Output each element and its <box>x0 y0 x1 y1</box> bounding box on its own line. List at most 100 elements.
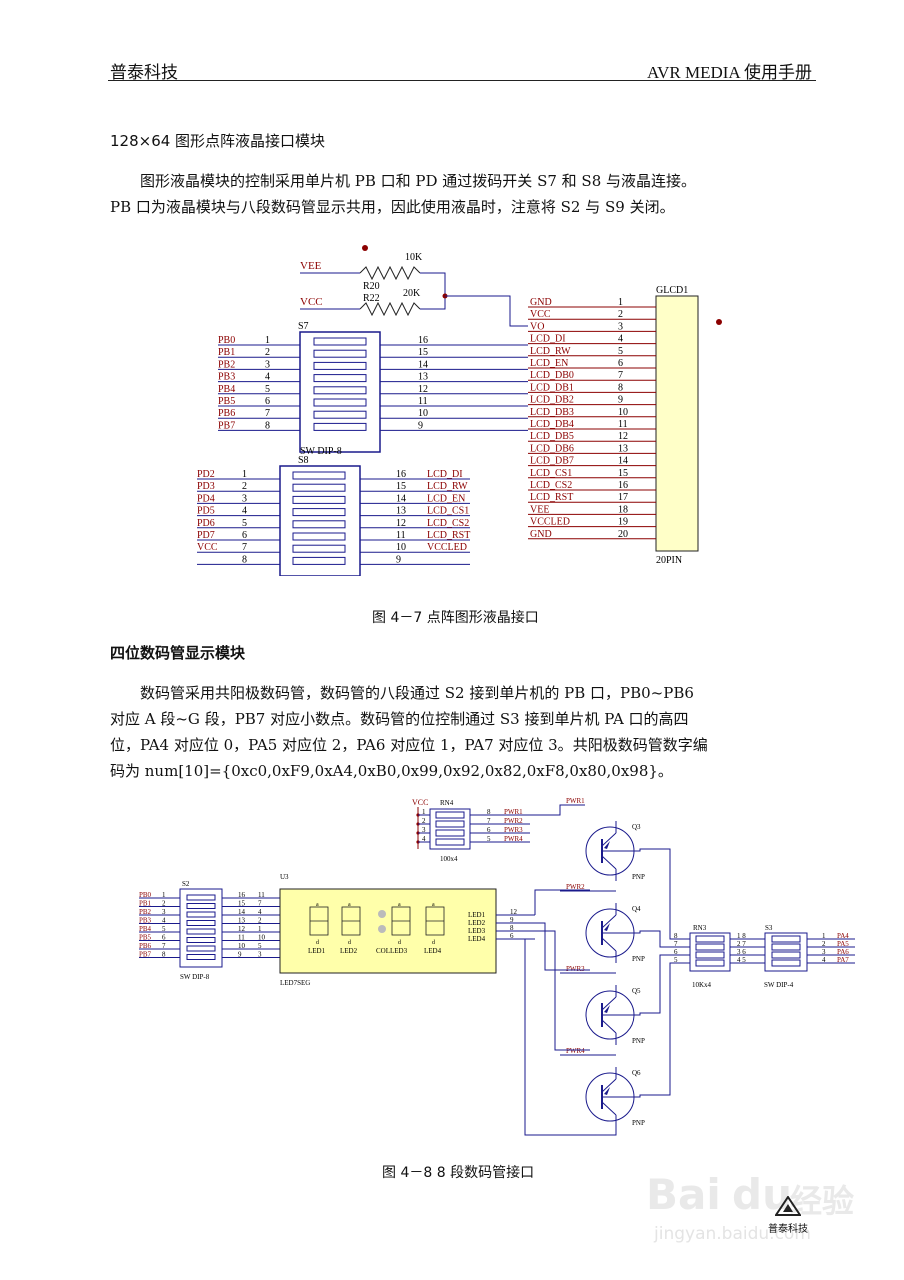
vo-wire <box>445 295 528 327</box>
s7-type: SW DIP-8 <box>300 446 342 457</box>
lcd-signal-label: VCC <box>530 309 551 320</box>
s8-pd-label: VCC <box>197 542 218 553</box>
s8-switch <box>292 471 346 480</box>
colon-dot <box>378 910 386 918</box>
u3-led-label: LED4 <box>468 935 486 943</box>
s7-switch <box>313 361 367 370</box>
lcd-signal-label: LCD_DB3 <box>530 407 574 418</box>
rn4-right-pin: 7 <box>487 817 491 825</box>
resistor-r22 <box>359 301 421 317</box>
s2-pb-label: PB1 <box>139 900 152 908</box>
s2-switch <box>186 937 216 943</box>
s7-right-pin: 15 <box>418 347 428 358</box>
s7-left-pin: 7 <box>265 408 270 419</box>
r-top-value: 10K <box>405 252 423 263</box>
s7-pb-label: PB0 <box>218 335 235 346</box>
s8-left-pin: 8 <box>242 554 247 565</box>
rn4-pwr-label: PWR3 <box>504 826 523 834</box>
lcd-pin-number: 16 <box>618 480 628 491</box>
s2-switch <box>186 894 216 901</box>
s7-pb-label: PB7 <box>218 420 235 431</box>
rn3-right-pin: 3 6 <box>737 948 746 956</box>
s8-right-pin: 12 <box>396 518 406 529</box>
lcd-pin-number: 4 <box>618 334 623 345</box>
led2-route <box>535 922 590 971</box>
rn4-value: 100x4 <box>440 855 458 863</box>
s7-right-pin: 13 <box>418 372 428 383</box>
lcd-signal-label: LCD_CS2 <box>530 480 572 491</box>
s8-right-pin: 15 <box>396 481 406 492</box>
figure-4-8-caption: 图 4－8 8 段数码管接口 <box>382 1165 535 1181</box>
s2-left-pin: 1 <box>162 891 166 899</box>
s7-left-pin: 4 <box>265 372 270 383</box>
s8-left-pin: 2 <box>242 481 247 492</box>
section1-title: 128×64 图形点阵液晶接口模块 <box>110 132 326 150</box>
triangle-logo-icon <box>774 1195 802 1216</box>
s8-switch <box>292 508 346 517</box>
s8-right-label: LCD_RW <box>427 481 468 492</box>
s8-pd-label: PD7 <box>197 530 215 541</box>
s2-right-pin: 15 <box>238 900 246 908</box>
seg-d-label: d <box>398 940 401 946</box>
s2-right-pin: 13 <box>238 917 246 925</box>
rn4-body <box>429 808 471 850</box>
marker-dot <box>362 245 368 251</box>
q5-base-route <box>650 954 690 1014</box>
s2-right-pin: 14 <box>238 908 246 916</box>
u3-type: LED7SEG <box>280 979 310 987</box>
s2-left-pin: 3 <box>162 908 166 916</box>
s3-pa-label: PA7 <box>837 956 849 964</box>
s8-right-label: LCD_RST <box>427 530 470 541</box>
lcd-signal-label: VCCLED <box>530 517 570 528</box>
s7-left-pin: 3 <box>265 359 270 370</box>
section2-title: 四位数码管显示模块 <box>110 644 246 662</box>
q3-base-route <box>650 848 690 940</box>
transistor-emitter <box>601 996 617 1011</box>
s8-switch <box>292 556 346 565</box>
s2-right-pin: 11 <box>238 934 245 942</box>
s3-switch <box>771 935 801 943</box>
section2-para-line3: 位，PA4 对应位 0，PA5 对应位 2，PA6 对应位 1，PA7 对应位 … <box>110 736 708 754</box>
lcd-signal-label: LCD_DB0 <box>530 370 574 381</box>
transistor-label: Q6 <box>632 1069 641 1077</box>
transistor-type: PNP <box>632 955 645 963</box>
transistor-collector <box>601 1019 617 1034</box>
s7-right-pin: 10 <box>418 408 428 419</box>
led4-route <box>524 938 617 1136</box>
rn4-left-pin: 2 <box>422 817 426 825</box>
lcd-pin-number: 12 <box>618 431 628 442</box>
lcd-signal-label: LCD_DB1 <box>530 382 574 393</box>
lcd-pin-number: 5 <box>618 346 623 357</box>
s2-pb-label: PB4 <box>139 925 152 933</box>
s2-type: SW DIP-8 <box>180 973 210 981</box>
s7-left-pin: 8 <box>265 420 270 431</box>
s2-switch <box>186 903 216 909</box>
q6-base-route <box>650 962 690 1096</box>
led-name: LED4 <box>424 947 442 955</box>
r-bot-value: 20K <box>403 288 421 299</box>
u3-led-label: LED3 <box>468 927 486 935</box>
u3-led-label: LED1 <box>468 911 486 919</box>
watermark-brand: Bai <box>646 1170 721 1219</box>
s3-pa-label: PA5 <box>837 940 849 948</box>
transistor-collector <box>601 937 617 952</box>
colon-dot <box>378 925 386 933</box>
lcd-signal-label: LCD_RST <box>530 492 573 503</box>
lcd-signal-label: GND <box>530 529 552 540</box>
u3-left-pin: 7 <box>258 900 262 908</box>
s3-pin: 1 <box>822 932 826 940</box>
lcd-pin-number: 14 <box>618 456 628 467</box>
s8-label: S8 <box>298 455 309 466</box>
rn3-left-pin: 8 <box>674 932 678 940</box>
lcd-signal-label: LCD_DI <box>530 334 566 345</box>
u3-left-pin: 4 <box>258 908 262 916</box>
s7-right-pin: 14 <box>418 359 428 370</box>
rn4-left-pin: 1 <box>422 808 426 816</box>
s8-pd-label: PD4 <box>197 493 215 504</box>
led1-route <box>534 889 590 915</box>
s7-box <box>299 331 381 453</box>
s8-right-label: LCD_CS2 <box>427 518 469 529</box>
s8-right-pin: 9 <box>396 554 401 565</box>
lcd-pin-number: 18 <box>618 504 628 515</box>
